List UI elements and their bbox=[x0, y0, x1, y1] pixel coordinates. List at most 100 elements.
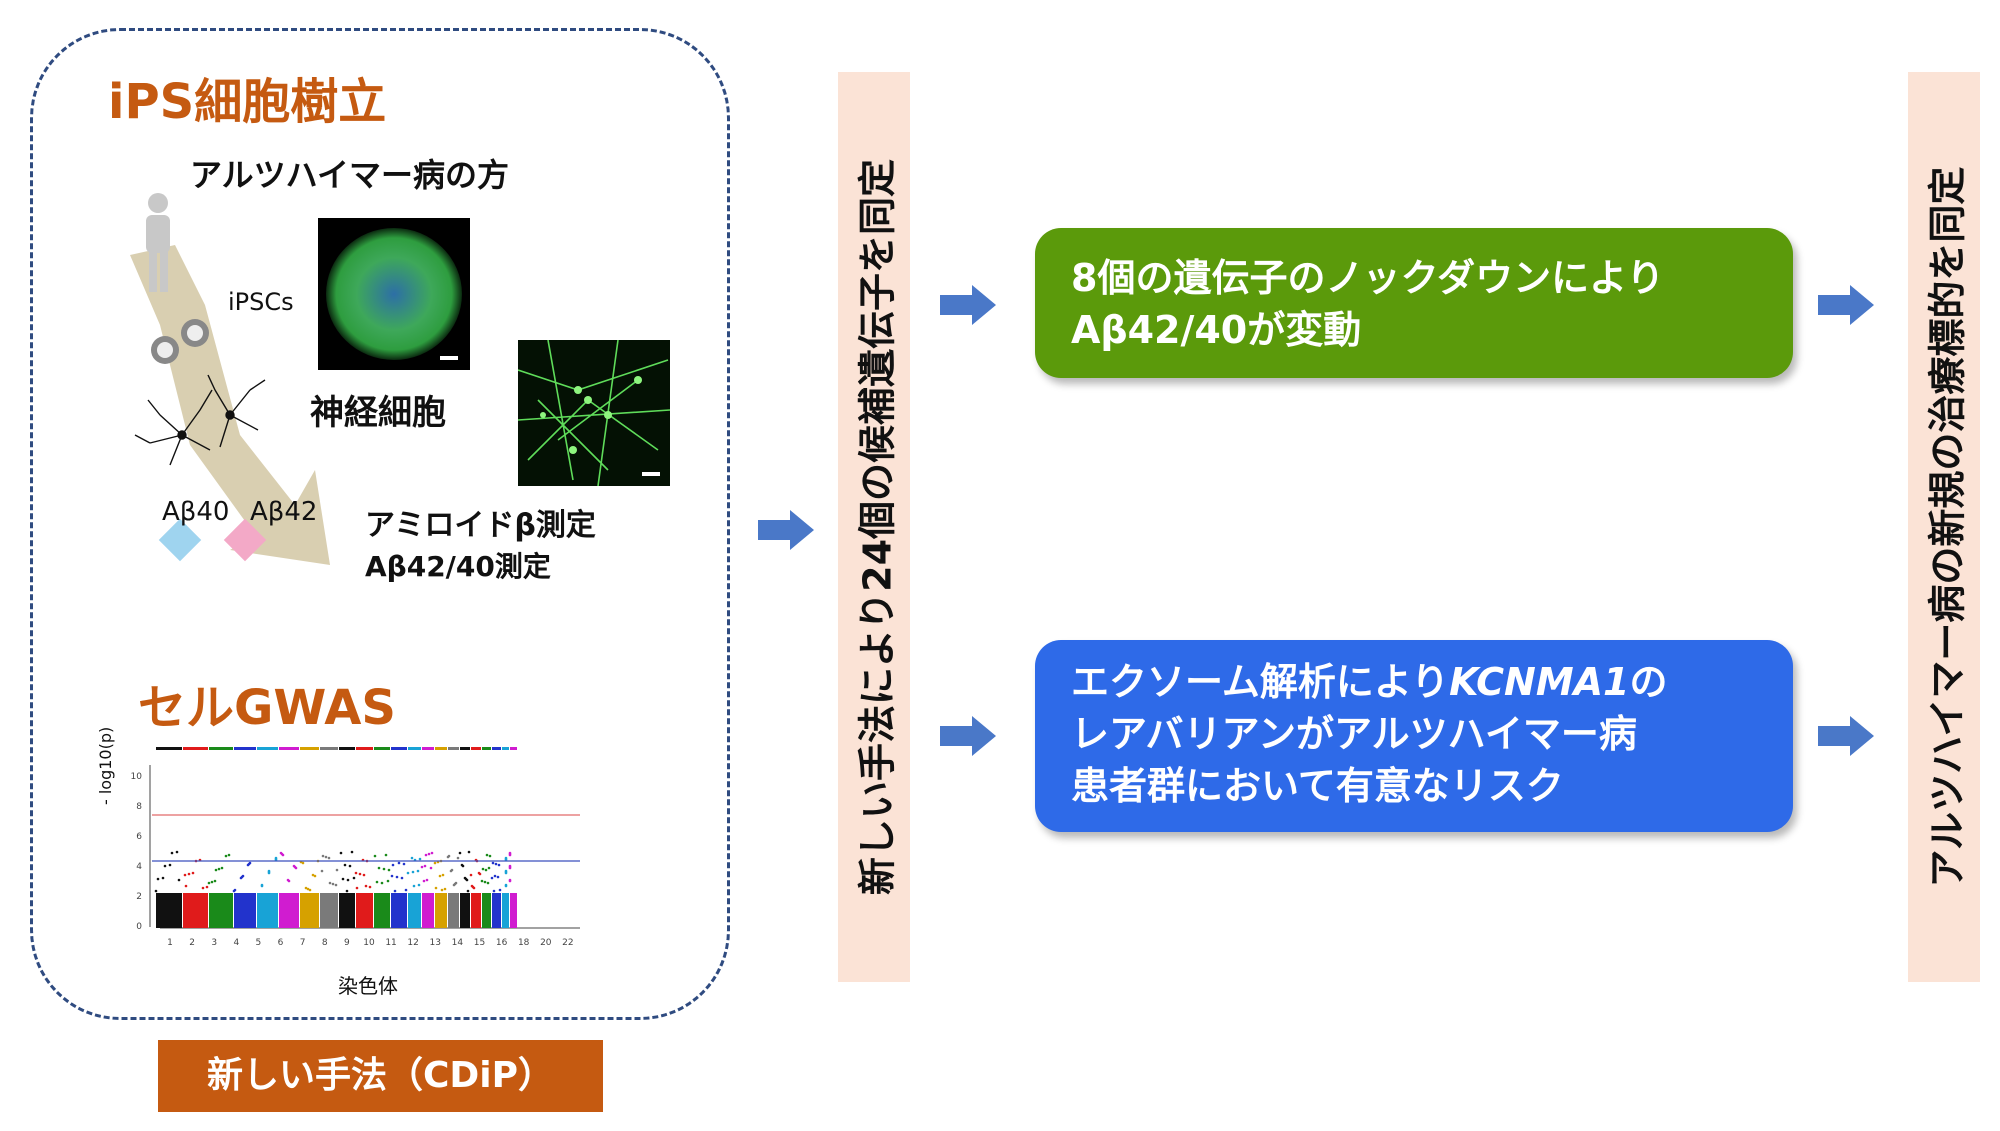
snp-point bbox=[161, 876, 165, 880]
x-tick-label: 4 bbox=[233, 938, 239, 948]
snp-point bbox=[355, 886, 359, 890]
snp-point bbox=[481, 867, 485, 871]
manhattan-xlabel: 染色体 bbox=[338, 974, 398, 998]
neuron-icon bbox=[134, 374, 266, 466]
snp-point bbox=[420, 865, 424, 869]
snp-point bbox=[395, 875, 399, 879]
ips-title: iPS細胞樹立 bbox=[108, 74, 387, 130]
snp-point bbox=[321, 854, 325, 858]
ipsc-colony-image bbox=[318, 218, 470, 370]
snp-point bbox=[404, 888, 408, 892]
snp-point bbox=[313, 874, 317, 878]
snp-point bbox=[350, 850, 354, 854]
snp-point bbox=[429, 866, 433, 870]
snp-point bbox=[239, 876, 243, 880]
snp-point bbox=[348, 864, 352, 868]
snp-point bbox=[352, 876, 356, 880]
snp-point bbox=[472, 886, 476, 890]
snp-point bbox=[456, 856, 460, 860]
chromosome-band bbox=[279, 747, 299, 750]
snp-point bbox=[343, 863, 347, 867]
chromosome-snp-cluster bbox=[510, 893, 517, 928]
kcnma1-gene-name: KCNMA1 bbox=[1449, 660, 1630, 704]
chromosome-band bbox=[339, 747, 355, 750]
snp-point bbox=[267, 871, 271, 875]
snp-point bbox=[461, 864, 465, 868]
snp-point bbox=[345, 889, 349, 893]
snp-point bbox=[156, 877, 160, 881]
chromosome-band bbox=[502, 747, 509, 750]
snp-point bbox=[391, 863, 395, 867]
snp-point bbox=[224, 854, 228, 858]
chromosome-band bbox=[391, 747, 407, 750]
manhattan-ylabel: - log10(p) bbox=[96, 726, 115, 805]
chromosome-snp-cluster bbox=[471, 893, 481, 928]
snp-point bbox=[467, 850, 471, 854]
snp-point bbox=[358, 872, 362, 876]
chromosome-snp-cluster bbox=[502, 893, 509, 928]
snp-point bbox=[425, 878, 429, 882]
neuron-label: 神経細胞 bbox=[310, 393, 446, 433]
snp-point bbox=[214, 868, 218, 872]
x-tick-label: 5 bbox=[256, 938, 262, 948]
snp-point bbox=[493, 874, 497, 878]
snp-point bbox=[397, 861, 401, 865]
snp-point bbox=[184, 884, 188, 888]
snp-point bbox=[380, 881, 384, 885]
snp-point bbox=[504, 884, 508, 888]
ratio-measure-label: Aβ42/40測定 bbox=[365, 550, 551, 583]
snp-point bbox=[406, 871, 410, 875]
candidate-genes-strip: 新しい手法により24個の候補遺伝子を同定 bbox=[838, 72, 910, 982]
chromosome-snp-cluster bbox=[320, 893, 338, 928]
snp-point bbox=[386, 879, 390, 883]
chromosome-snp-cluster bbox=[300, 893, 319, 928]
snp-point bbox=[402, 862, 406, 866]
process-arrow-shape bbox=[130, 245, 330, 565]
snp-point bbox=[416, 869, 420, 873]
snp-point bbox=[294, 866, 298, 870]
snp-point bbox=[175, 850, 179, 854]
snp-point bbox=[304, 886, 308, 890]
neuron-culture-image bbox=[517, 339, 671, 487]
knockdown-line2: Aβ42/40が変動 bbox=[1071, 308, 1362, 352]
snp-point bbox=[168, 863, 172, 867]
snp-point bbox=[488, 854, 492, 858]
chromosome-band bbox=[422, 747, 434, 750]
snp-point bbox=[486, 881, 490, 885]
chromosome-snp-cluster bbox=[257, 893, 278, 928]
snp-point bbox=[170, 851, 174, 855]
snp-point bbox=[417, 883, 421, 887]
candidate-genes-text: 新しい手法により24個の候補遺伝子を同定 bbox=[855, 158, 900, 896]
therapeutic-targets-text: アルツハイマー病の新規の治療標的を同定 bbox=[1925, 166, 1970, 888]
ab40-label: Aβ40 bbox=[162, 497, 230, 527]
snp-point bbox=[491, 861, 495, 865]
snp-point bbox=[246, 863, 250, 867]
snp-point bbox=[418, 857, 422, 861]
x-tick-label: 16 bbox=[496, 938, 508, 948]
snp-point bbox=[508, 866, 512, 870]
chromosome-snp-cluster bbox=[408, 893, 421, 928]
x-tick-label: 2 bbox=[189, 938, 195, 948]
method-panel bbox=[30, 28, 730, 1020]
snp-point bbox=[484, 868, 488, 872]
snp-point bbox=[387, 868, 391, 872]
x-tick-label: 3 bbox=[211, 938, 217, 948]
snp-point bbox=[490, 876, 494, 880]
snp-point bbox=[183, 873, 187, 877]
snp-point bbox=[458, 851, 462, 855]
snp-point bbox=[306, 887, 310, 891]
snp-point bbox=[163, 864, 167, 868]
chromosome-snp-cluster bbox=[209, 893, 233, 928]
snp-point bbox=[423, 864, 427, 868]
snp-point bbox=[498, 888, 502, 892]
snp-point bbox=[339, 851, 343, 855]
snp-point bbox=[311, 873, 315, 877]
chromosome-band bbox=[209, 747, 233, 750]
chromosome-snp-cluster bbox=[156, 893, 182, 928]
therapeutic-targets-strip: アルツハイマー病の新規の治療標的を同定 bbox=[1908, 72, 1980, 982]
chromosome-band bbox=[492, 747, 501, 750]
chromosome-band bbox=[510, 747, 517, 750]
exome-result-box: エクソーム解析によりKCNMA1の レアバリアンがアルツハイマー病 患者群におい… bbox=[1035, 640, 1793, 832]
snp-point bbox=[334, 883, 338, 887]
